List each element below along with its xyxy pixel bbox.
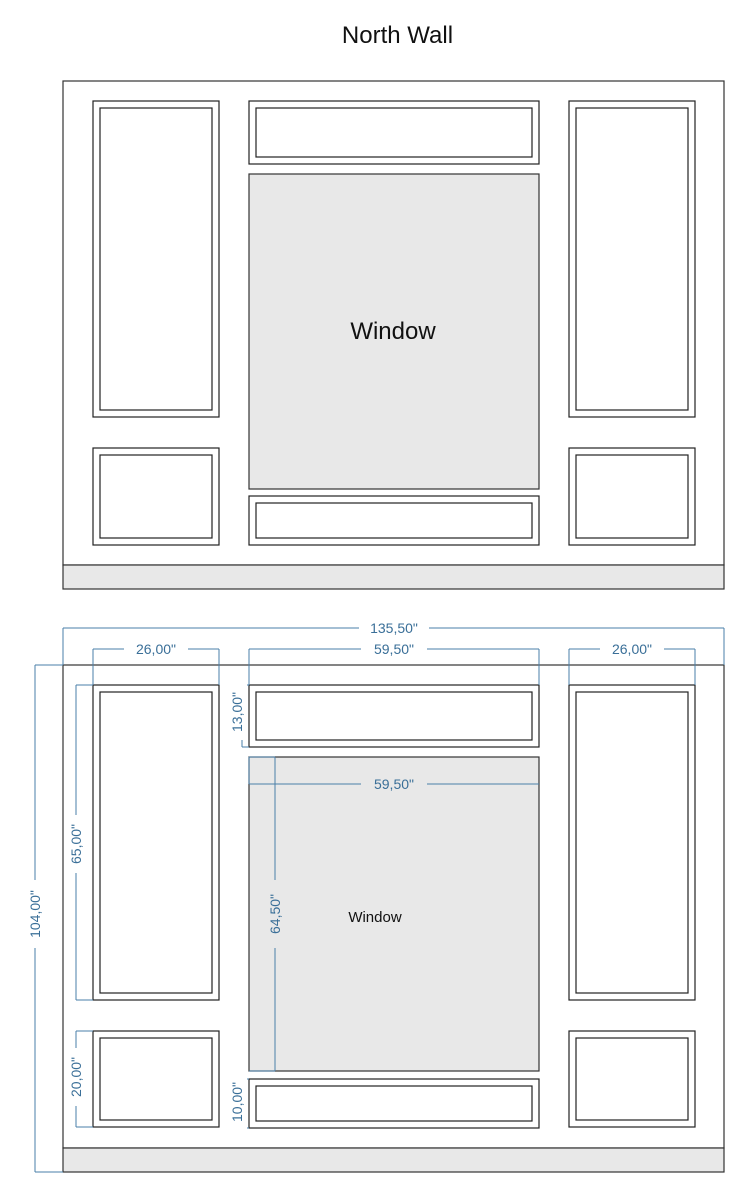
bottom-elevation: Window 135,50" 26,00": [26, 619, 725, 1173]
dim-right-panel-width-label: 26,00": [612, 641, 652, 657]
dim-left-panel-width-label: 26,00": [136, 641, 176, 657]
dim-top-panel-height: 13,00": [229, 682, 249, 748]
dim-tall-panel-height: 65,00": [67, 684, 93, 1001]
dim-total-width-label: 135,50": [370, 620, 418, 636]
right-tall-panel-inner-dimensioned: [575, 691, 689, 994]
dim-total-height-label: 104,00": [27, 890, 43, 938]
left-tall-panel-inner: [99, 107, 213, 411]
dim-window-height: 64,50": [249, 756, 284, 1072]
dim-window-width: 59,50": [248, 757, 539, 793]
left-small-panel-inner: [99, 454, 213, 539]
window-label: Window: [350, 318, 436, 345]
top-center-panel-inner: [255, 107, 533, 158]
dim-small-panel-height: 20,00": [67, 1030, 93, 1128]
dim-bottom-panel-height: 10,00": [229, 1074, 249, 1130]
dim-window-height-label: 64,50": [267, 894, 283, 934]
dim-center-width: 59,50": [248, 640, 540, 685]
bottom-center-panel-inner: [255, 502, 533, 539]
dim-center-width-label: 59,50": [374, 641, 414, 657]
dim-small-panel-height-label: 20,00": [68, 1057, 84, 1097]
dim-left-panel-width: 26,00": [92, 640, 220, 685]
right-small-panel-inner-dimensioned: [575, 1037, 689, 1121]
bottom-center-panel-inner-dimensioned: [255, 1085, 533, 1122]
baseboard: [62, 564, 725, 590]
diagram-title: North Wall: [341, 22, 454, 49]
dim-top-panel-height-label: 13,00": [229, 692, 245, 732]
dim-window-width-label: 59,50": [374, 776, 414, 792]
window-dimensioned: [248, 756, 540, 1072]
dim-bottom-panel-height-label: 10,00": [229, 1082, 245, 1122]
left-small-panel-inner-dimensioned: [99, 1037, 213, 1121]
top-elevation: Window: [62, 80, 725, 590]
baseboard-dimensioned: [62, 1147, 725, 1173]
right-tall-panel-inner: [575, 107, 689, 411]
dim-total-width: 135,50": [62, 619, 725, 665]
dim-tall-panel-height-label: 65,00": [68, 824, 84, 864]
window-label-small: Window: [348, 909, 402, 926]
left-tall-panel-inner-dimensioned: [99, 691, 213, 994]
top-center-panel-inner-dimensioned: [255, 691, 533, 741]
window: [248, 173, 540, 490]
dim-total-height: 104,00": [26, 664, 63, 1173]
dim-right-panel-width: 26,00": [568, 640, 696, 685]
right-small-panel-inner: [575, 454, 689, 539]
